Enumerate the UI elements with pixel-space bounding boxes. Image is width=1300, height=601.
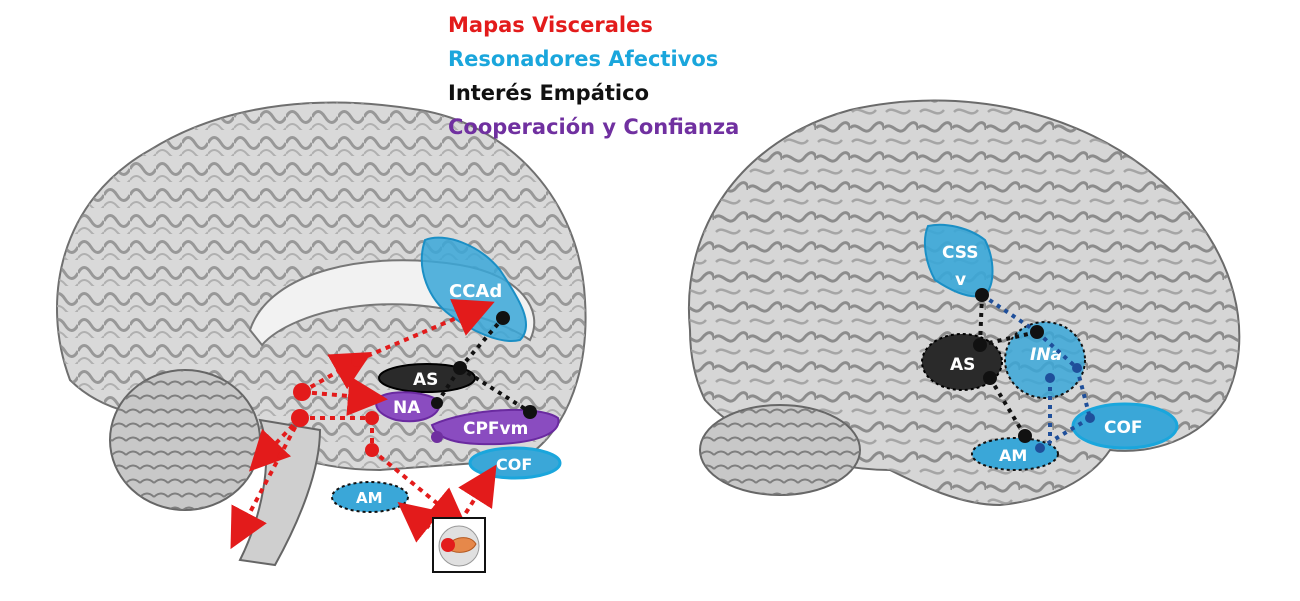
empathic-links-left: [435, 316, 532, 414]
label-cssv-line2: v: [955, 270, 966, 290]
left-brain-medial: CCAd AS NA CPFvm COF AM: [56, 101, 587, 573]
visceral-source-node: [441, 538, 455, 552]
legend-cooperation: Cooperación y Confianza: [448, 115, 740, 139]
cooperation-node: [431, 431, 443, 443]
label-na-left: NA: [393, 398, 421, 418]
right-brain-lateral: CSS v INa AS COF AM: [687, 99, 1241, 507]
label-ina: INa: [1030, 345, 1062, 365]
label-ccad: CCAd: [449, 281, 502, 302]
affective-nodes-right: [1035, 363, 1095, 453]
label-am-left: AM: [356, 489, 383, 507]
empathic-links-right: [978, 294, 1038, 438]
region-cpfvm: [430, 408, 560, 446]
region-ina: [1004, 321, 1086, 399]
affective-links-right: [980, 293, 1092, 450]
visceral-nodes: [291, 353, 379, 457]
label-cssv-line1: CSS: [942, 243, 979, 263]
empathic-nodes-left: [431, 311, 537, 419]
legend: Mapas Viscerales Resonadores Afectivos I…: [448, 8, 739, 144]
label-as-left: AS: [413, 370, 438, 390]
label-as-right: AS: [950, 355, 975, 375]
label-cof-left: COF: [496, 455, 532, 474]
legend-affective: Resonadores Afectivos: [448, 47, 719, 71]
legend-visceral: Mapas Viscerales: [448, 13, 653, 37]
label-cpfvm: CPFvm: [463, 419, 528, 439]
legend-empathic: Interés Empático: [448, 81, 649, 105]
label-am-right: AM: [999, 446, 1027, 465]
region-am-left: [331, 481, 409, 513]
label-cof-right: COF: [1104, 418, 1143, 438]
empathic-nodes-right: [973, 288, 1044, 443]
